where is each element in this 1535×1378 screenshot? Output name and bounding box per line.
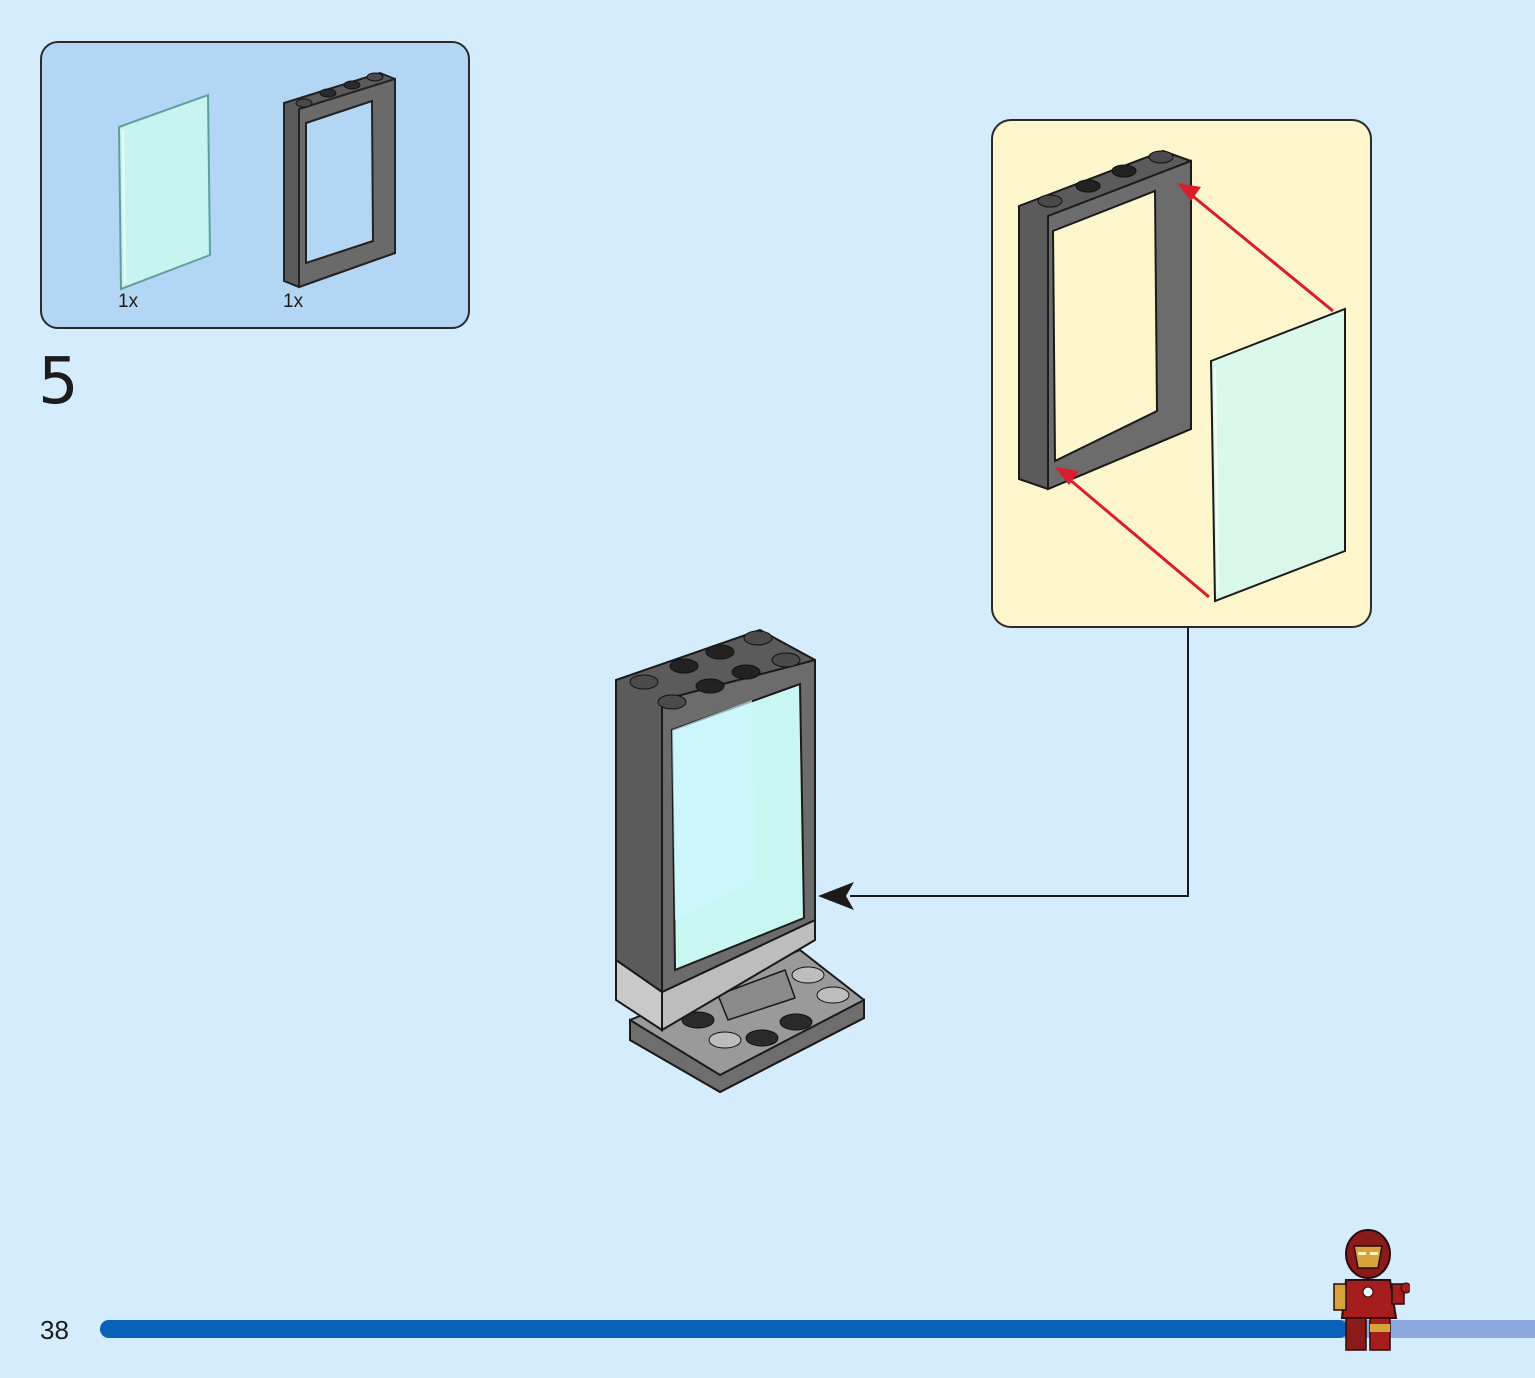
callout-box — [991, 119, 1372, 628]
progress-bar — [100, 1320, 1535, 1338]
step-number: 5 — [38, 345, 79, 419]
insert-arrows — [1055, 183, 1334, 599]
callout-door-frame-icon — [1018, 149, 1192, 491]
parts-illustrations — [117, 71, 396, 291]
glass-pane-icon — [117, 93, 212, 291]
callout-glass-pane-icon — [1209, 307, 1346, 603]
window-frame-icon — [615, 628, 816, 1032]
iron-man-minifigure-icon — [1333, 1229, 1410, 1351]
page-number: 38 — [40, 1315, 69, 1345]
door-frame-qty: 1x — [283, 291, 304, 312]
callout-illustration — [1018, 149, 1346, 603]
parts-list: 1x 1x — [40, 41, 470, 329]
glass-pane-qty: 1x — [118, 291, 139, 312]
door-frame-icon — [283, 71, 396, 289]
progress-fill — [100, 1320, 1349, 1338]
base-plate-icon — [629, 948, 865, 1094]
assembled-model — [615, 628, 865, 1094]
